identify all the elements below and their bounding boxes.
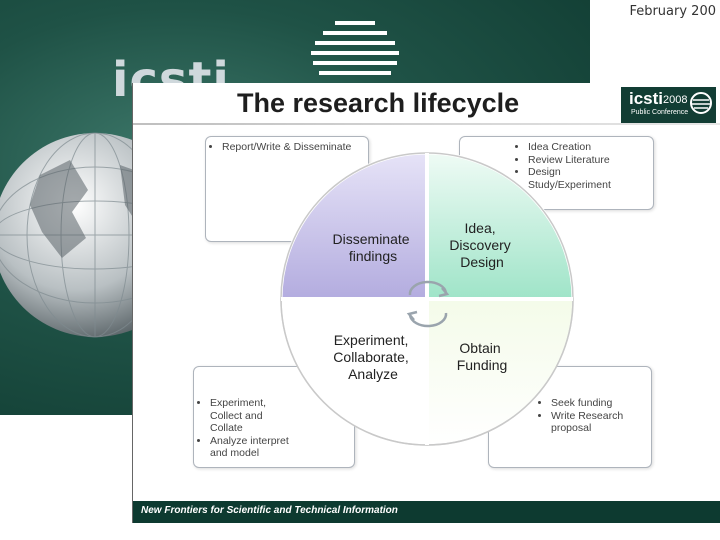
slide: The research lifecycle icsti 2008 Public…	[132, 83, 720, 523]
quadrant-idea	[425, 151, 575, 301]
quadrant-label-disseminate: Disseminate findings	[333, 231, 414, 264]
title-divider	[133, 123, 720, 125]
box-item: Idea Creation	[528, 141, 653, 154]
date-label: February 200	[629, 4, 716, 19]
slide-title: The research lifecycle	[237, 88, 520, 118]
quadrant-label-funding: Obtain Funding	[457, 340, 508, 373]
box-item: Analyze interpret and model	[210, 435, 300, 460]
conference-logo: icsti 2008 Public Conference	[621, 87, 716, 123]
conference-logo-emblem	[690, 92, 712, 114]
cycle-arrows-icon	[406, 280, 450, 328]
conference-emblem	[311, 21, 399, 75]
conference-logo-word: icsti	[629, 89, 664, 108]
box-item: Seek funding	[551, 397, 651, 410]
box-item: Report/Write & Disseminate	[222, 141, 368, 154]
box-item: Write Research proposal	[551, 410, 651, 435]
footer-bar: New Frontiers for Scientific and Technic…	[133, 501, 720, 523]
footer-text: New Frontiers for Scientific and Technic…	[141, 505, 398, 516]
box-item: Review Literature	[528, 154, 653, 167]
quadrant-disseminate	[279, 151, 429, 301]
conference-logo-subtitle: Public Conference	[631, 109, 689, 116]
box-item: Experiment, Collect and Collate	[210, 397, 282, 435]
box-bottom-right: Seek funding Write Research proposal	[488, 366, 652, 468]
conference-logo-year: 2008	[663, 94, 688, 106]
lifecycle-diagram: Disseminate findings Idea, Discovery Des…	[279, 151, 575, 446]
box-item: Design Study/Experiment	[528, 166, 638, 191]
quadrant-label-experiment: Experiment, Collaborate, Analyze	[333, 332, 412, 382]
quadrant-label-idea: Idea, Discovery Design	[449, 220, 514, 270]
